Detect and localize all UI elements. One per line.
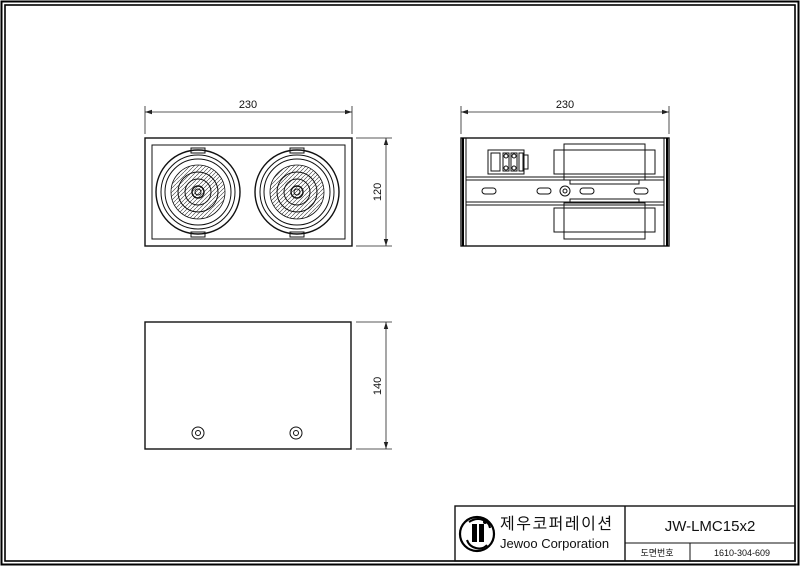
jewoo-logo-icon [458,515,496,553]
title-block: 제우코퍼레이션 Jewoo Corporation JW-LMC15x2 도면번… [454,505,796,562]
side-height-dimension: 140 [356,321,392,450]
drawing-inner-border [4,4,796,562]
front-height-dimension: 120 [356,137,392,247]
screw-right-icon [289,426,303,440]
drawing-number: 1610-304-609 [714,548,770,558]
front-width-dimension: 230 [144,99,353,134]
terminal-block [487,149,529,175]
model-number: JW-LMC15x2 [665,518,756,535]
front-view: 230 120 [144,99,392,247]
side-view: 140 [144,321,392,450]
front-width-label: 230 [239,99,257,111]
side-height-label: 140 [372,377,384,395]
company-name-korean: 제우코퍼레이션 [500,515,614,533]
driver-upper [553,143,656,185]
rear-width-dimension: 230 [460,99,670,134]
lamp-right [254,147,340,238]
rear-width-label: 230 [556,99,574,111]
company-name-english: Jewoo Corporation [500,536,609,551]
driver-lower [553,198,656,240]
front-height-label: 120 [372,183,384,201]
rear-view: 230 [460,99,670,247]
lamp-left [155,147,241,238]
screw-left-icon [191,426,205,440]
drawing-number-label: 도면번호 [640,548,673,558]
